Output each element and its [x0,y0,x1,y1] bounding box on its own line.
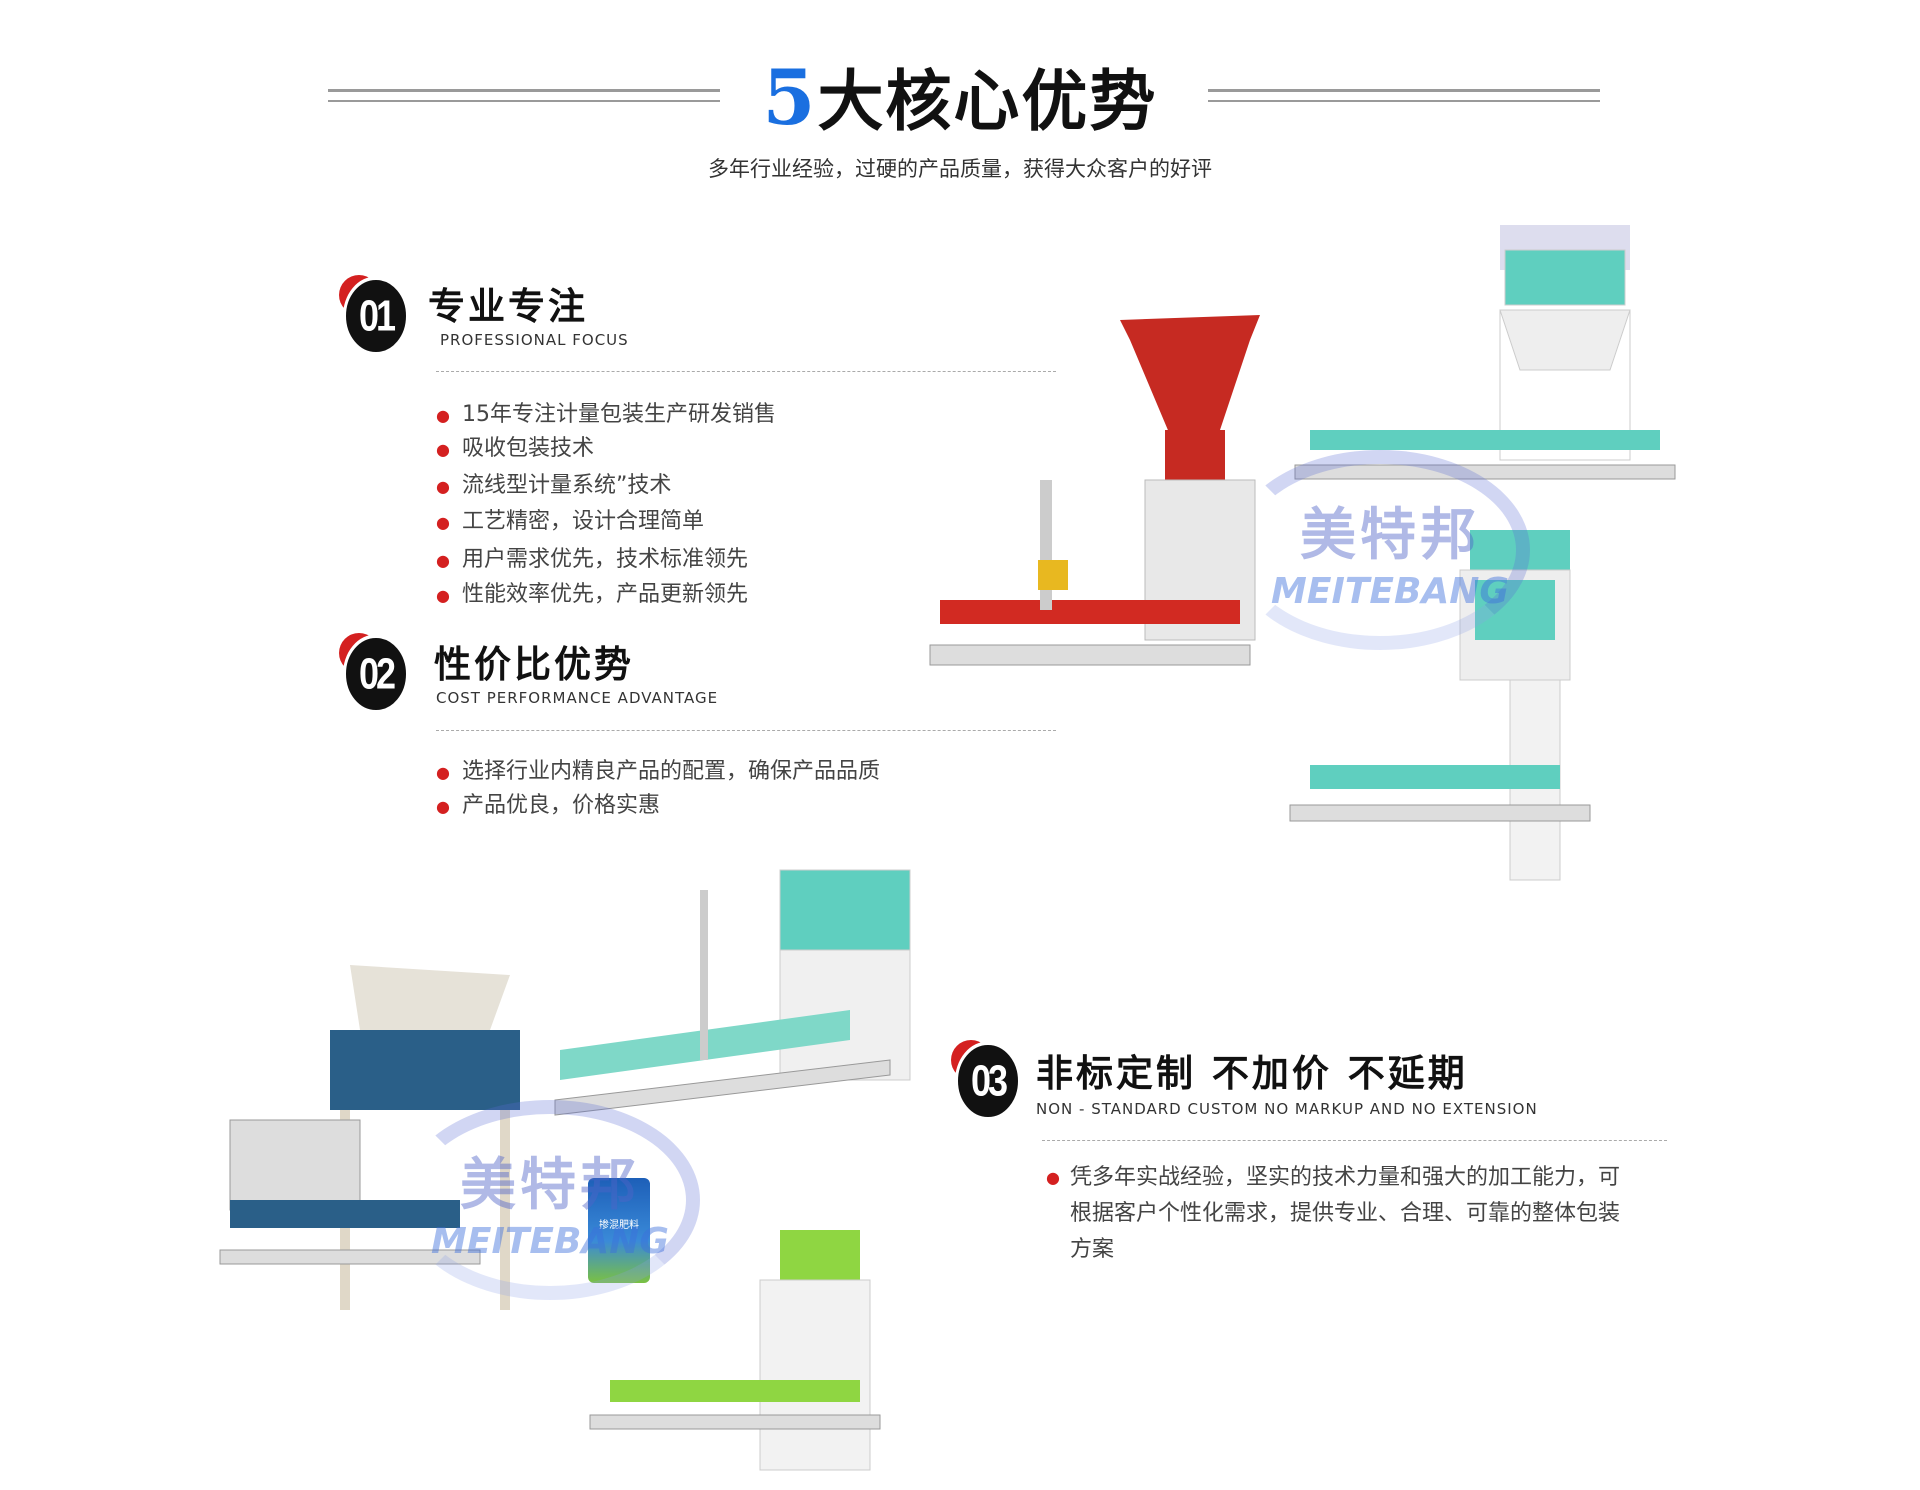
list-item: ●凭多年实战经验，坚实的技术力量和强大的加工能力，可根据客户个性化需求，提供专业… [1046,1165,1621,1262]
title-line-right-thin [1208,100,1600,102]
page-title: 5大核心优势 [0,48,1920,144]
list-item: ●15年专注计量包装生产研发销售 [436,402,776,427]
list-item: ●产品优良，价格实惠 [436,793,660,818]
badge-02: 02 [339,633,409,714]
section-01-title: 专业专注 [428,285,588,328]
list-item: ●吸收包装技术 [436,436,594,461]
badge-03: 03 [951,1040,1021,1121]
divider [1042,1140,1667,1141]
green-packing-machine-image [589,1230,881,1471]
section-01-subtitle: PROFESSIONAL FOCUS [440,331,629,349]
title-number: 5 [762,53,818,142]
section-03-title: 非标定制 不加价 不延期 [1036,1052,1468,1095]
list-item: ●选择行业内精良产品的配置，确保产品品质 [436,759,880,784]
list-item: ●流线型计量系统”技术 [436,473,672,498]
section-02-title: 性价比优势 [434,643,634,686]
badge-01: 01 [339,275,409,356]
divider [436,371,1056,372]
title-text: 大核心优势 [817,63,1158,140]
section-03-subtitle: NON - STANDARD CUSTOM NO MARKUP AND NO E… [1036,1100,1538,1118]
title-line-left [328,89,720,92]
teal-long-conveyor-machine-image [554,869,911,1116]
blue-packing-machine-image [219,965,520,1310]
red-packing-machine-image [929,315,1260,666]
section-02-subtitle: COST PERFORMANCE ADVANTAGE [436,689,719,707]
title-line-left-thin [328,100,720,102]
list-item: ●用户需求优先，技术标准领先 [436,547,748,572]
list-item: ●性能效率优先，产品更新领先 [436,582,748,607]
divider [436,730,1056,731]
list-item: ●工艺精密，设计合理简单 [436,509,704,534]
title-line-right [1208,89,1600,92]
page-subtitle: 多年行业经验，过硬的产品质量，获得大众客户的好评 [708,157,1212,181]
